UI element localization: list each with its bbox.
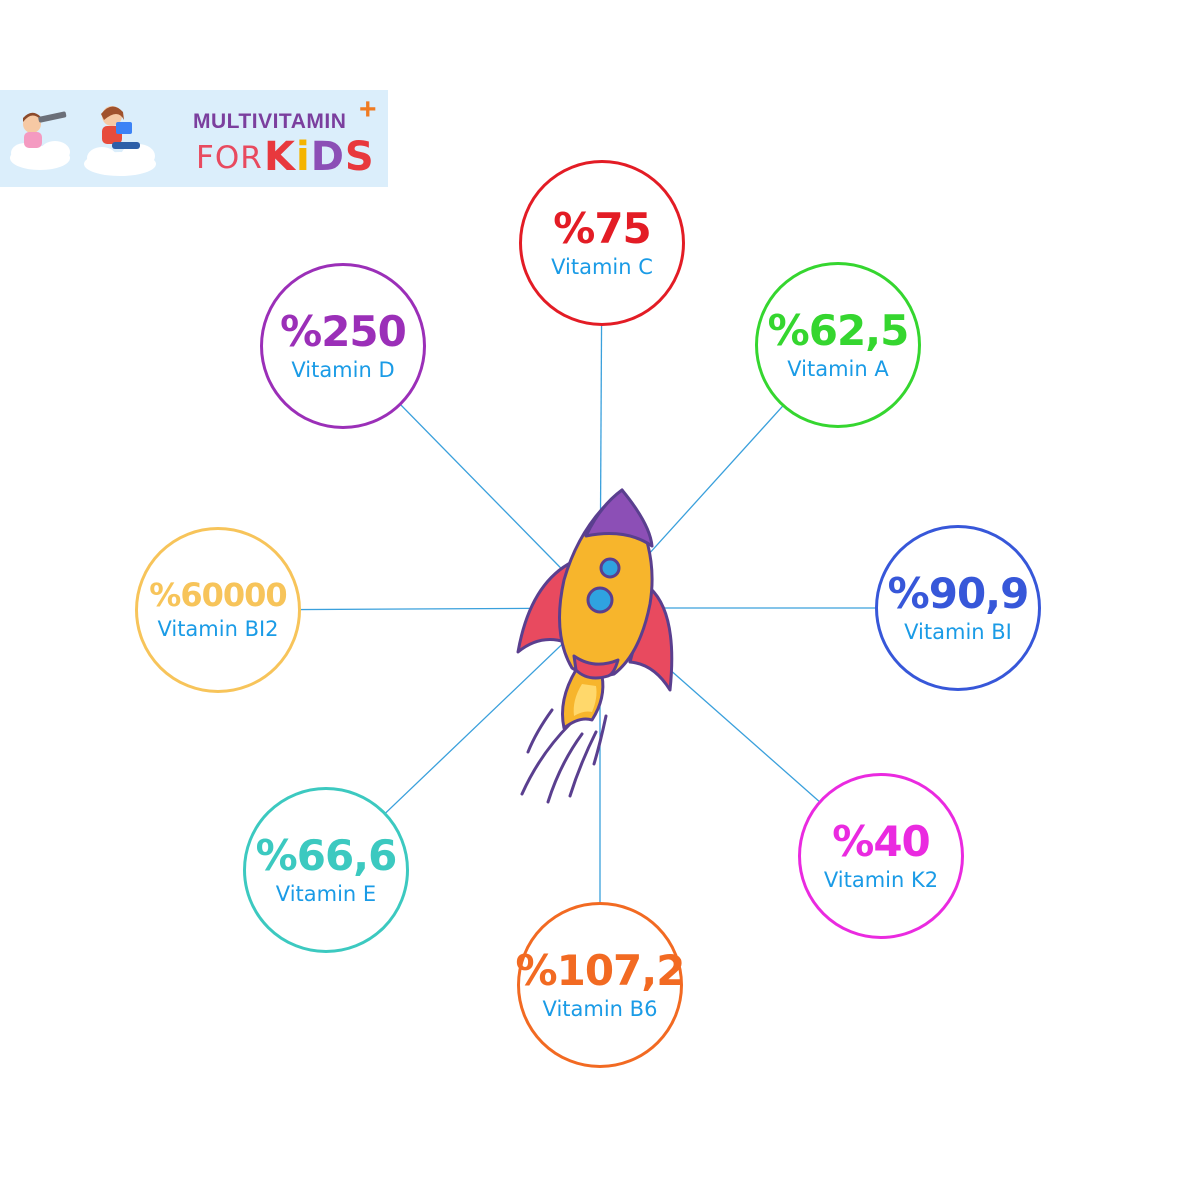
vitamin-label: Vitamin K2 bbox=[823, 868, 939, 893]
vitamin-node-b6: %107,2 Vitamin B6 bbox=[515, 902, 686, 1068]
brand-name-kids: KiDS bbox=[264, 134, 375, 180]
brand-banner bbox=[0, 90, 388, 187]
brand-kids-letter: i bbox=[296, 134, 311, 180]
vitamin-value: %40 bbox=[832, 816, 931, 866]
vitamin-label: Vitamin BI bbox=[904, 620, 1012, 645]
kids-on-clouds-illustration bbox=[10, 106, 156, 176]
brand-kids-letter: D bbox=[310, 134, 345, 180]
vitamin-label: Vitamin B6 bbox=[542, 997, 658, 1022]
vitamin-value: %60000 bbox=[149, 576, 287, 615]
vitamin-label: Vitamin E bbox=[275, 882, 377, 907]
vitamin-value: %66,6 bbox=[255, 830, 398, 880]
vitamin-label: Vitamin C bbox=[551, 255, 653, 280]
brand-kids-letter: S bbox=[344, 134, 375, 180]
vitamin-node-b12: %60000 Vitamin BI2 bbox=[135, 527, 301, 693]
vitamin-node-k2: %40 Vitamin K2 bbox=[798, 773, 964, 939]
vitamin-value: %62,5 bbox=[767, 305, 910, 355]
vitamin-node-d: %250 Vitamin D bbox=[260, 263, 426, 429]
vitamin-value: %75 bbox=[553, 203, 652, 253]
rocket-icon bbox=[516, 488, 674, 804]
vitamin-value: %250 bbox=[280, 306, 407, 356]
vitamin-node-c: %75 Vitamin C bbox=[519, 160, 685, 326]
vitamin-label: Vitamin BI2 bbox=[157, 616, 279, 641]
brand-kids-letter: K bbox=[264, 134, 296, 180]
vitamin-value: %107,2 bbox=[515, 945, 686, 995]
vitamin-node-e: %66,6 Vitamin E bbox=[243, 787, 409, 953]
vitamin-node-a: %62,5 Vitamin A bbox=[755, 262, 921, 428]
brand-plus-sign: + bbox=[359, 93, 377, 126]
vitamin-value: %90,9 bbox=[887, 568, 1030, 618]
vitamin-node-b1: %90,9 Vitamin BI bbox=[875, 525, 1041, 691]
brand-name-for: FOR bbox=[196, 140, 263, 176]
vitamin-label: Vitamin D bbox=[291, 358, 395, 383]
brand-name-multivitamin: MULTIVITAMIN bbox=[193, 110, 347, 133]
vitamin-label: Vitamin A bbox=[787, 357, 889, 382]
